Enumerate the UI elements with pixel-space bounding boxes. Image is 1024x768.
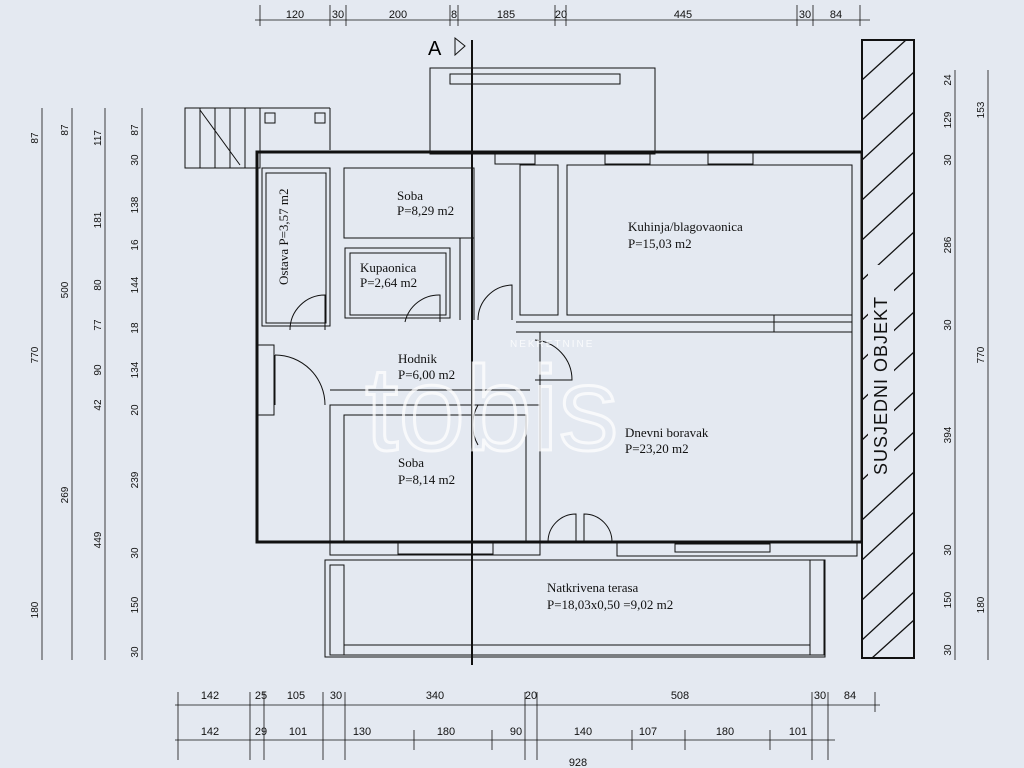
dim-b2-1: 142 (201, 726, 219, 738)
right-dimensions: 24 129 30 286 30 394 30 150 30 153 770 1… (943, 70, 989, 660)
dim-la-2: 449 (93, 531, 104, 548)
dim-lb-12: 30 (130, 646, 141, 658)
room-kupaonica-name: Kupaonica (360, 260, 417, 275)
dim-ri-1: 24 (943, 74, 954, 86)
dim-b2-4: 130 (353, 726, 371, 738)
left-dimensions: 87 500 770 180 87 181 80 77 90 42 269 11… (30, 108, 143, 660)
dim-b2-5: 180 (437, 726, 455, 738)
dim-top-4: 8 (451, 9, 457, 21)
dim-b1-6: 20 (525, 690, 537, 702)
dim-b2-6: 90 (510, 726, 522, 738)
room-ostava: Ostava P=3,57 m2 (276, 188, 291, 285)
dim-lo-1: 87 (30, 132, 41, 144)
dim-lo-2: 500 (60, 281, 71, 298)
room-terasa-area: P=18,03x0,50 =9,02 m2 (547, 597, 673, 612)
room-kuhinja-name: Kuhinja/blagovaonica (628, 219, 743, 234)
watermark-logo: tobis (365, 342, 618, 476)
room-soba-bottom-name: Soba (398, 455, 424, 470)
dim-lm-6: 42 (93, 399, 104, 411)
dim-b1-7: 508 (671, 690, 689, 702)
dim-lb-6: 18 (130, 322, 141, 334)
dim-lb-8: 20 (130, 404, 141, 416)
dim-lb-3: 138 (130, 196, 141, 213)
watermark-subtext: NEKRETNINE (510, 339, 594, 350)
dim-ri-2: 129 (943, 111, 954, 128)
dim-b1-2: 25 (255, 690, 267, 702)
dim-lm-1: 87 (60, 124, 71, 136)
dim-lb-9: 239 (130, 471, 141, 488)
dim-lm-5: 90 (93, 364, 104, 376)
dim-ri-9: 30 (943, 644, 954, 656)
dim-lb-2: 30 (130, 154, 141, 166)
dim-b2-2: 29 (255, 726, 267, 738)
dim-lo-3: 770 (30, 346, 41, 363)
room-hodnik-name: Hodnik (398, 351, 438, 366)
dim-top-8: 30 (799, 9, 811, 21)
dim-lb-10: 30 (130, 547, 141, 559)
dim-top-9: 84 (830, 9, 842, 21)
doors (274, 284, 613, 543)
dim-top-3: 200 (389, 9, 407, 21)
room-kuhinja-area: P=15,03 m2 (628, 236, 692, 251)
room-soba-top-area: P=8,29 m2 (397, 203, 454, 218)
neighbour-label: SUSJEDNI OBJEKT (871, 296, 891, 475)
dim-ro-3: 180 (976, 596, 987, 613)
bottom-dimensions: 142 25 105 30 340 20 508 30 84 142 29 10… (175, 690, 880, 768)
room-hodnik-area: P=6,00 m2 (398, 367, 455, 382)
dim-top-1: 120 (286, 9, 304, 21)
dim-ri-8: 150 (943, 591, 954, 608)
dim-ro-1: 153 (976, 101, 987, 118)
room-labels: Soba P=8,29 m2 Kuhinja/blagovaonica P=15… (276, 188, 743, 612)
stairs (184, 107, 331, 169)
dim-lb-7: 134 (130, 361, 141, 378)
section-marker: A (428, 36, 473, 665)
dim-b1-8: 30 (814, 690, 826, 702)
dim-la-1: 117 (93, 130, 104, 146)
dim-b2-7: 140 (574, 726, 592, 738)
dim-top-7: 445 (674, 9, 692, 21)
dim-ro-2: 770 (976, 346, 987, 363)
dim-top-6: 20 (555, 9, 567, 21)
dim-lm-4: 77 (93, 319, 104, 331)
dim-b2-9: 180 (716, 726, 734, 738)
dim-lb-4: 16 (130, 239, 141, 251)
dim-b1-3: 105 (287, 690, 305, 702)
room-soba-bottom-area: P=8,14 m2 (398, 472, 455, 487)
dim-bottom-total: 928 (569, 757, 587, 768)
room-soba-top-name: Soba (397, 188, 423, 203)
room-terasa-name: Natkrivena terasa (547, 580, 639, 595)
dim-b2-10: 101 (789, 726, 807, 738)
room-boravak-area: P=23,20 m2 (625, 441, 689, 456)
dim-lm-3: 80 (93, 279, 104, 291)
section-letter: A (428, 38, 442, 60)
dim-lb-1: 87 (130, 124, 141, 136)
dim-b1-9: 84 (844, 690, 856, 702)
dim-b1-1: 142 (201, 690, 219, 702)
dim-lm-2: 181 (93, 211, 104, 228)
dim-ri-7: 30 (943, 544, 954, 556)
dim-b1-5: 340 (426, 690, 444, 702)
dim-top-5: 185 (497, 9, 515, 21)
dim-b2-8: 107 (639, 726, 657, 738)
dim-top-2: 30 (332, 9, 344, 21)
top-dimensions: 120 30 200 8 185 20 445 30 84 (255, 5, 870, 26)
dim-ri-5: 30 (943, 319, 954, 331)
top-bay (429, 67, 656, 155)
dim-b2-3: 101 (289, 726, 307, 738)
dim-lb-5: 144 (130, 276, 141, 293)
dim-b1-4: 30 (330, 690, 342, 702)
watermark: tobis NEKRETNINE (364, 339, 620, 478)
dim-lm-7: 269 (60, 486, 71, 503)
dim-ri-3: 30 (943, 154, 954, 166)
dim-lo-4: 180 (30, 601, 41, 618)
room-boravak-name: Dnevni boravak (625, 425, 709, 440)
dim-ri-6: 394 (943, 426, 954, 443)
room-kupaonica-area: P=2,64 m2 (360, 275, 417, 290)
dim-ri-4: 286 (943, 236, 954, 253)
neighbour-hatch: SUSJEDNI OBJEKT (861, 39, 915, 659)
dim-lb-11: 150 (130, 596, 141, 613)
